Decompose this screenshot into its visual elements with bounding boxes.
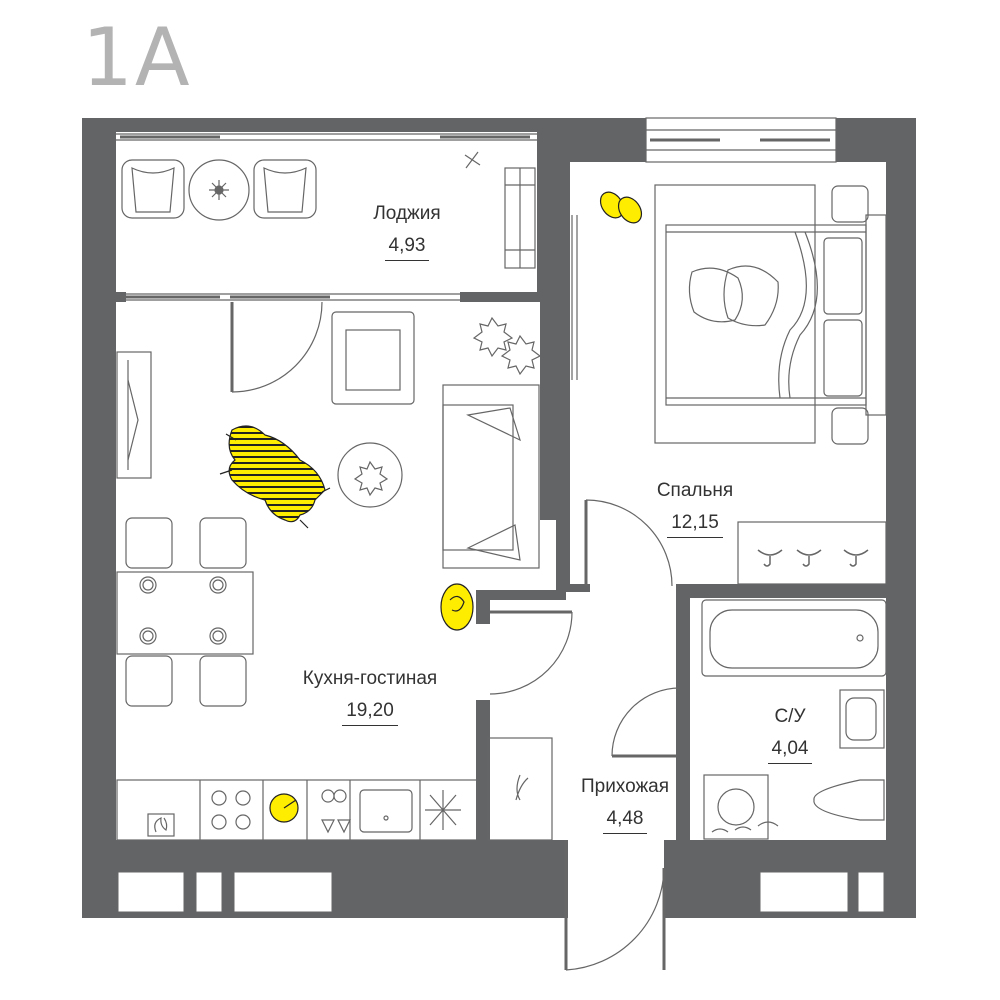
snowflake-icon — [425, 790, 461, 830]
tiger-rug-icon — [219, 425, 331, 529]
cat-icon-2 — [269, 793, 299, 823]
cat-icon — [440, 583, 474, 631]
loggia — [116, 132, 537, 301]
room-name: Лоджия — [373, 203, 441, 224]
fireplace-icon — [147, 813, 175, 837]
bottom-windows — [117, 871, 885, 913]
bedroom — [571, 117, 887, 585]
spider-icon — [209, 180, 229, 200]
pillow-icon — [688, 265, 779, 327]
bathroom — [701, 599, 887, 840]
room-name: Прихожая — [580, 776, 670, 797]
room-name: Кухня-гостиная — [302, 668, 438, 689]
room-area: 4,48 — [602, 808, 648, 834]
hallway — [487, 610, 681, 971]
room-label-bedroom: Спальня 12,15 — [630, 480, 760, 538]
hanger-icon — [757, 549, 869, 567]
plan-title: 1A — [82, 11, 192, 104]
kitchen-living — [116, 301, 540, 841]
room-area: 4,93 — [384, 235, 430, 261]
room-label-loggia: Лоджия 4,93 — [342, 203, 472, 261]
stove-icon — [211, 790, 251, 830]
bedroom-door — [584, 499, 673, 587]
slippers-icon — [599, 191, 643, 224]
room-name: С/У — [774, 706, 806, 727]
flower-icon — [353, 316, 542, 497]
room-area: 4,04 — [767, 738, 813, 764]
plate-icon — [139, 576, 227, 645]
room-name: Спальня — [656, 480, 734, 501]
room-area: 12,15 — [667, 512, 723, 538]
room-label-hallway: Прихожая 4,48 — [560, 776, 690, 834]
room-area: 19,20 — [342, 700, 398, 726]
room-label-kitchen-living: Кухня-гостиная 19,20 — [280, 668, 460, 726]
room-label-bathroom: С/У 4,04 — [740, 706, 840, 764]
